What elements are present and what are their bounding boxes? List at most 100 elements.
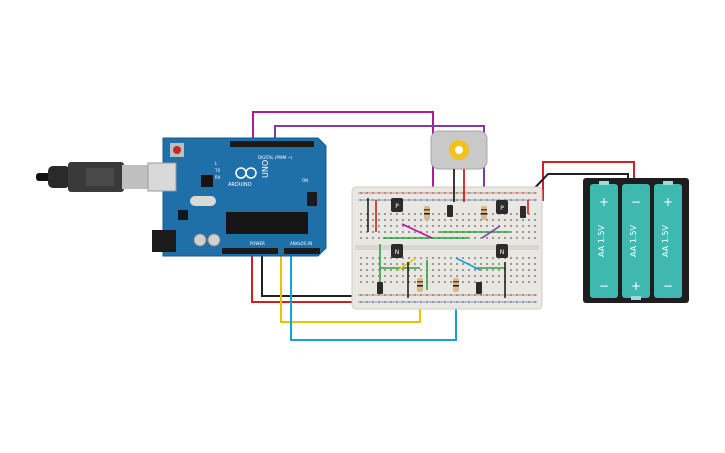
breadboard-hole: [366, 231, 368, 233]
breadboard-hole: [522, 263, 524, 265]
breadboard-hole: [492, 199, 494, 201]
dc-motor[interactable]: [430, 130, 488, 202]
breadboard-hole: [510, 192, 512, 194]
breadboard-hole: [468, 301, 470, 303]
wire-black-ground[interactable]: [261, 250, 365, 297]
breadboard-hole: [438, 257, 440, 259]
power-header[interactable]: [222, 248, 278, 254]
plus-icon: +: [663, 195, 673, 209]
breadboard-hole: [444, 225, 446, 227]
breadboard-hole: [366, 199, 368, 201]
breadboard-hole: [390, 294, 392, 296]
wire-purple[interactable]: [274, 125, 485, 212]
breadboard-hole: [360, 213, 362, 215]
breadboard-hole: [432, 231, 434, 233]
breadboard-hole: [468, 199, 470, 201]
capacitor-1: [193, 233, 207, 247]
breadboard-holes: [360, 192, 536, 303]
diode-3[interactable]: [447, 205, 453, 217]
breadboard-hole: [444, 275, 446, 277]
breadboard-hole: [534, 275, 536, 277]
diode-2[interactable]: [476, 282, 482, 294]
breadboard-hole: [516, 213, 518, 215]
resistor-2[interactable]: [481, 206, 487, 220]
battery-cell-body: [590, 184, 618, 298]
wire-black-battery[interactable]: [528, 173, 629, 195]
diode-1[interactable]: [377, 282, 383, 294]
breadboard-hole: [510, 231, 512, 233]
breadboard-hole: [522, 231, 524, 233]
breadboard-hole: [420, 199, 422, 201]
breadboard-hole: [474, 269, 476, 271]
breadboard-hole: [486, 225, 488, 227]
breadboard-hole: [462, 257, 464, 259]
breadboard-hole: [372, 269, 374, 271]
breadboard-hole: [360, 237, 362, 239]
breadboard-hole: [378, 192, 380, 194]
diode-4[interactable]: [520, 206, 526, 218]
transistor-n-left-label: N: [395, 249, 400, 256]
battery-cell-2[interactable]: AA 1.5V−+: [622, 184, 650, 300]
breadboard-hole: [474, 275, 476, 277]
resistor-1[interactable]: [424, 206, 430, 220]
resistor-3[interactable]: [417, 278, 423, 292]
breadboard-hole: [498, 275, 500, 277]
jumper-blue[interactable]: [455, 257, 481, 271]
breadboard-hole: [396, 231, 398, 233]
breadboard-hole: [516, 294, 518, 296]
resistor-4[interactable]: [453, 278, 459, 292]
breadboard-hole: [516, 263, 518, 265]
breadboard-hole: [432, 263, 434, 265]
breadboard-hole: [474, 301, 476, 303]
wire-red-power[interactable]: [251, 250, 365, 303]
transistor-n-right[interactable]: N: [496, 244, 508, 258]
breadboard-hole: [426, 294, 428, 296]
transistor-n-left[interactable]: N: [391, 244, 403, 258]
breadboard-hole: [480, 237, 482, 239]
battery-cell-3[interactable]: AA 1.5V+−: [654, 181, 682, 298]
breadboard-hole: [516, 219, 518, 221]
transistor-p-right[interactable]: P: [496, 200, 508, 214]
breadboard-hole: [420, 269, 422, 271]
tx-label: TX: [214, 168, 220, 173]
breadboard-hole: [534, 219, 536, 221]
breadboard-hole: [468, 213, 470, 215]
breadboard-hole: [390, 275, 392, 277]
breadboard-hole: [372, 294, 374, 296]
breadboard-hole: [390, 257, 392, 259]
breadboard-hole: [366, 269, 368, 271]
breadboard[interactable]: [351, 186, 543, 310]
breadboard-hole: [462, 199, 464, 201]
jumper-yellow[interactable]: [397, 257, 417, 271]
transistor-p-left[interactable]: P: [391, 198, 403, 212]
breadboard-hole: [450, 301, 452, 303]
breadboard-hole: [378, 225, 380, 227]
digital-header[interactable]: [230, 141, 314, 147]
breadboard-hole: [408, 219, 410, 221]
breadboard-hole: [432, 275, 434, 277]
breadboard-hole: [414, 192, 416, 194]
capacitor-2: [207, 233, 221, 247]
breadboard-hole: [528, 219, 530, 221]
breadboard-hole: [372, 225, 374, 227]
usb-cable[interactable]: [36, 162, 150, 192]
breadboard-hole: [420, 225, 422, 227]
breadboard-hole: [474, 257, 476, 259]
arduino-model-text: UNO: [261, 160, 270, 178]
arduino-uno-board[interactable]: ARDUINO UNO DIGITAL (PWM ~) POWER ANALOG…: [147, 137, 327, 257]
breadboard-hole: [420, 213, 422, 215]
breadboard-hole: [516, 257, 518, 259]
minus-icon: −: [631, 195, 641, 209]
arduino-brand-text: ARDUINO: [228, 182, 252, 188]
breadboard-hole: [450, 219, 452, 221]
breadboard-hole: [522, 199, 524, 201]
breadboard-hole: [456, 199, 458, 201]
jumper-purple[interactable]: [481, 225, 501, 239]
battery-pack[interactable]: AA 1.5V+−AA 1.5V−+AA 1.5V+−: [583, 178, 689, 303]
jumper-magenta[interactable]: [401, 223, 433, 239]
battery-cell-1[interactable]: AA 1.5V+−: [590, 181, 618, 298]
analog-header[interactable]: [284, 248, 320, 254]
breadboard-hole: [528, 237, 530, 239]
breadboard-hole: [390, 269, 392, 271]
